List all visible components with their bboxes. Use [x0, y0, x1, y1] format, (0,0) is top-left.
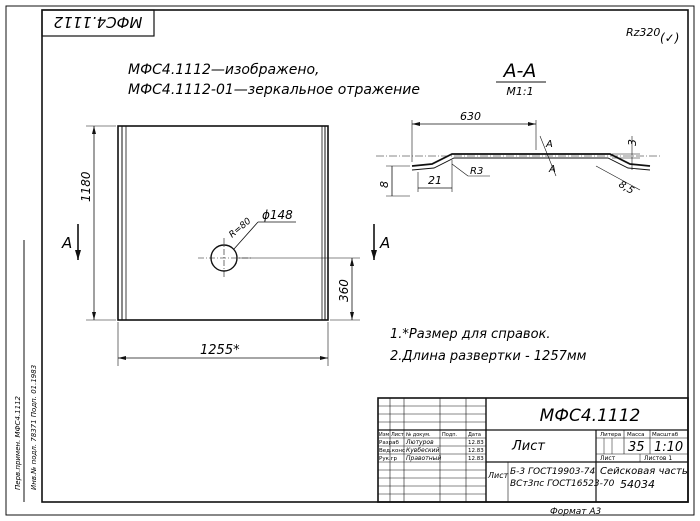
tb-date-2: 12.83: [468, 448, 484, 454]
corner-stamp: МФС4.1112: [54, 13, 143, 31]
note-bottom-2: 2.Длина развертки - 1257мм: [390, 349, 587, 364]
side-strip-text-1: Перв.примен. МФС4.1112: [14, 395, 22, 490]
dim-bend-21: 21: [428, 174, 442, 187]
tb-scale: 1:10: [654, 440, 683, 455]
tb-material-2: ВСт3пс ГОСТ16523-70: [510, 479, 615, 489]
corner-stamp-box: [41, 9, 155, 37]
dim-hole-offset-label: 360: [337, 279, 351, 302]
outer-frame: [5, 5, 695, 516]
tb-mass: 35: [628, 440, 645, 455]
format-label: Формат А3: [550, 507, 602, 517]
dim-width-label: 1255*: [200, 343, 240, 358]
section-profile: А А 630 21 R3 8 3 8,5: [376, 110, 660, 197]
dim-bend-r3: R3: [470, 166, 483, 177]
tb-org-no: 54034: [620, 478, 655, 491]
dim-bend-8: 8: [378, 181, 391, 188]
side-strip-text-2: Инв.№ подл. 78371 Подп. 01.1983: [30, 365, 38, 490]
note-bottom-1: 1.*Размер для справок.: [390, 327, 551, 342]
tb-head-date: Дата: [468, 432, 481, 438]
tb-name-3: Правотный: [406, 455, 441, 462]
dim-bend-85: 8,5: [616, 179, 635, 197]
tb-head-mass: Масса: [627, 432, 645, 438]
tb-head-sign: Подп.: [442, 432, 458, 438]
svg-text:А: А: [545, 139, 553, 150]
tb-role-2: Вед.конс: [379, 448, 405, 454]
tb-part-name: Лист: [511, 439, 545, 454]
inner-frame: [41, 9, 689, 503]
section-scale: М1:1: [506, 85, 533, 98]
svg-text:А: А: [548, 164, 556, 175]
hole-leader: [233, 221, 259, 250]
tb-role-1: Разраб: [379, 440, 399, 446]
plate-outline: [117, 125, 329, 321]
dim-width: 1255*: [117, 322, 329, 366]
dim-section-len: 630: [460, 110, 481, 123]
tb-date-3: 12.83: [468, 456, 484, 462]
note-top-1: МФС4.1112—изображено,: [128, 62, 320, 78]
tb-head-izm: Изм: [379, 432, 389, 438]
tb-head-doc: № докум.: [406, 432, 431, 438]
section-title: А-А: [502, 60, 537, 82]
plate-view: ϕ148 R=80: [117, 125, 329, 321]
tb-sheet: Лист: [600, 455, 616, 462]
tb-head-list: Лист: [391, 432, 404, 438]
hole-diameter-label: ϕ148: [262, 208, 293, 222]
tb-org: Сейсковая часть: [600, 466, 688, 477]
tb-head-scale: Масштаб: [652, 432, 679, 438]
tb-material-label: Лист: [487, 471, 509, 480]
dim-thickness-3: 3: [626, 139, 639, 146]
dim-hole-offset: 360: [238, 257, 360, 321]
section-cut-diag: [539, 135, 557, 177]
tb-sheets: Листов 1: [644, 455, 672, 462]
note-top-2: МФС4.1112-01—зеркальное отражение: [128, 82, 420, 98]
roughness-check: (✓): [660, 31, 679, 45]
svg-text:А: А: [379, 234, 390, 252]
roughness-symbol: Rz320: [626, 26, 660, 39]
hole-radius-label: R=80: [228, 216, 254, 240]
section-cut-right: А: [371, 224, 390, 260]
tb-designation: МФС4.1112: [540, 406, 641, 426]
title-block: [377, 397, 689, 503]
tb-head-litera: Литера: [600, 432, 621, 438]
dim-height: 1180: [79, 125, 116, 321]
tb-date-1: 12.83: [468, 440, 484, 446]
tb-material-1: Б-3 ГОСТ19903-74: [510, 467, 595, 477]
section-cut-left: А: [61, 224, 81, 260]
tb-name-2: Кувбеский: [406, 447, 440, 454]
tb-name-1: Лютуров: [405, 439, 434, 446]
dim-height-label: 1180: [79, 171, 93, 202]
tb-role-3: Рук.гр: [379, 456, 398, 462]
svg-text:А: А: [61, 234, 72, 252]
